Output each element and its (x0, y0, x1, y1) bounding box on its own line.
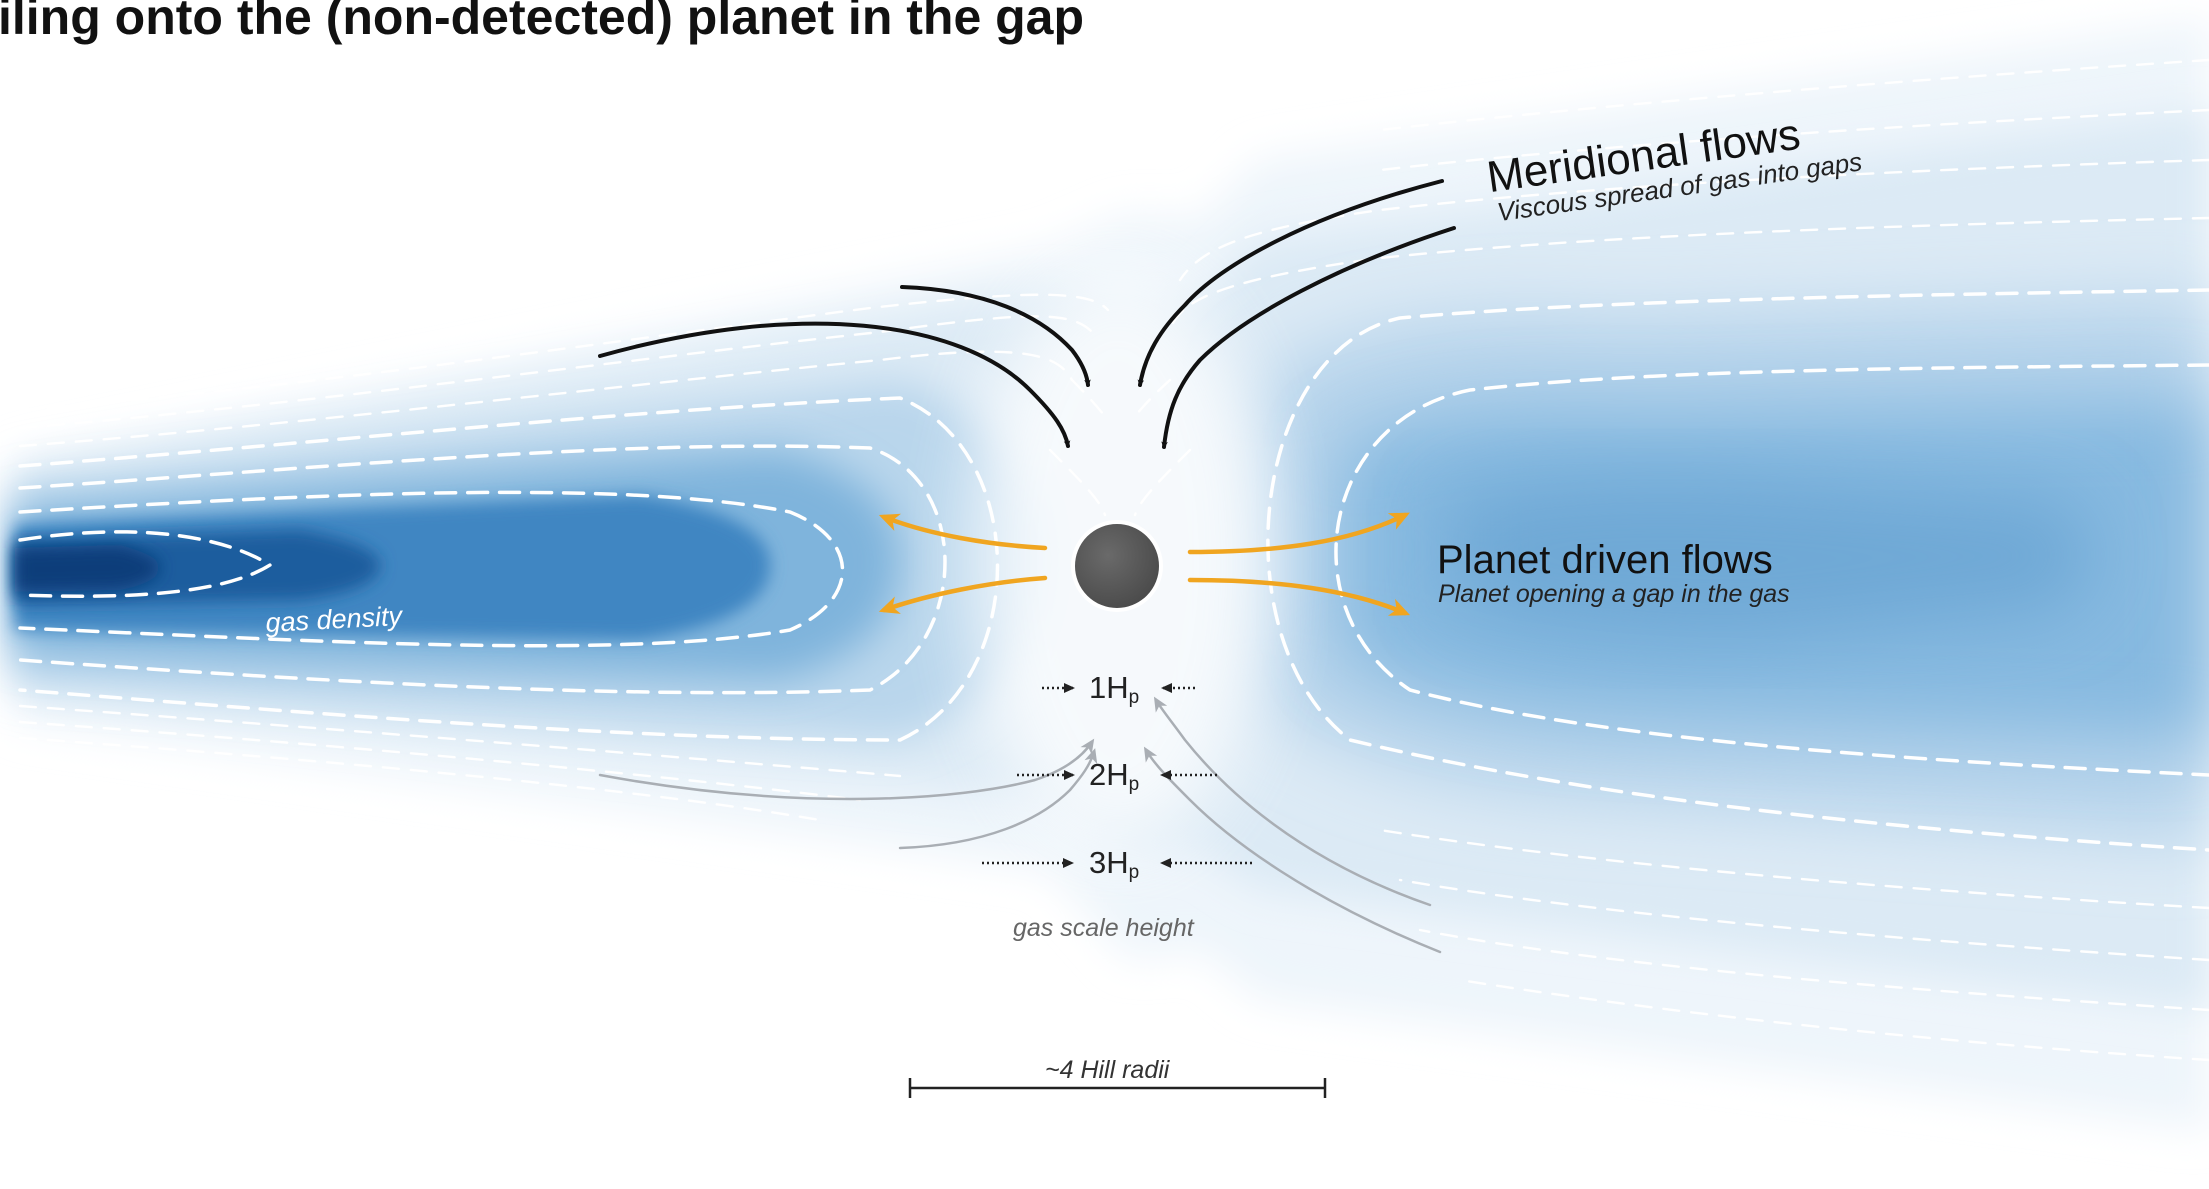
planet-flows-heading: Planet driven flows (1437, 538, 1773, 582)
scale-height-2hp-subscript: p (1129, 774, 1140, 795)
scale-height-3hp: 3Hp (982, 845, 1252, 883)
planet-flow-arrows (878, 512, 1411, 616)
meridional-flow-arrows (598, 179, 1456, 449)
scale-height-2hp-label: 2H (1089, 757, 1129, 792)
scale-height-2hp: 2Hp (1017, 757, 1217, 795)
svg-text:3Hp: 3Hp (1089, 845, 1139, 883)
planet-flows-subheading: Planet opening a gap in the gas (1438, 580, 1790, 608)
scale-height-1hp-label: 1H (1089, 670, 1129, 705)
hill-radii-scale-bar: ~4 Hill radii (908, 1056, 1327, 1098)
left-density-contours (18, 293, 1192, 822)
scale-height-1hp-subscript: p (1129, 687, 1140, 708)
scale-height-3hp-label: 3H (1089, 845, 1129, 880)
scale-height-3hp-subscript: p (1129, 862, 1140, 883)
planet-icon (1071, 520, 1163, 612)
gas-density-label: gas density (265, 601, 404, 638)
svg-text:2Hp: 2Hp (1089, 757, 1139, 795)
gray-streamlines (598, 696, 1442, 954)
hill-radii-label: ~4 Hill radii (1045, 1056, 1171, 1084)
scale-height-1hp: 1Hp (1042, 670, 1195, 708)
right-density-contours (1168, 58, 2209, 1062)
scale-height-caption: gas scale height (1013, 914, 1195, 942)
scale-height-markers: 1Hp 2Hp 3Hp gas scale height (982, 670, 1252, 942)
svg-text:1Hp: 1Hp (1089, 670, 1139, 708)
page-title: iling onto the (non-detected) planet in … (0, 0, 1084, 45)
